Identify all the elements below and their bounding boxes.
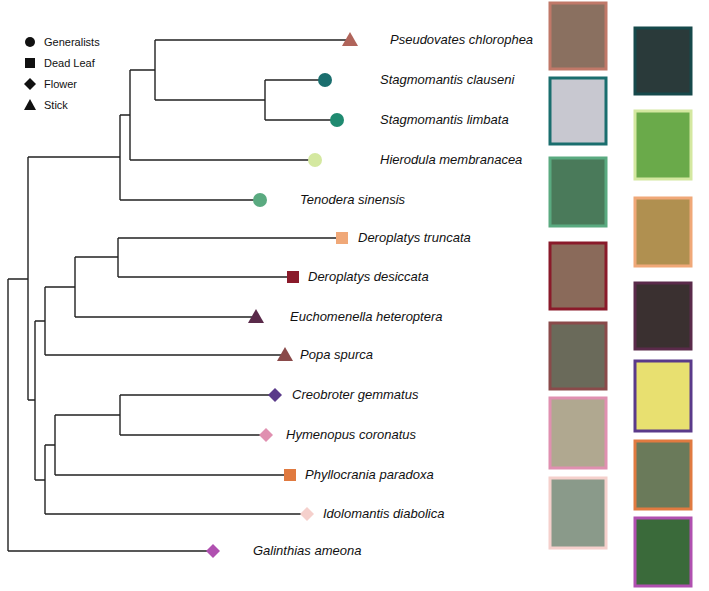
species-label: Tenodera sinensis [300,192,405,208]
legend-triangle [24,99,36,110]
branch [55,415,290,475]
branch [35,321,45,480]
photo [635,361,691,431]
flower-marker [300,507,314,521]
dead-leaf-marker [284,469,296,481]
photo [550,398,606,468]
flower-marker [268,388,282,402]
legend-square [25,58,35,68]
photo [550,78,606,144]
branch [28,157,120,400]
species-label: Phyllocrania paradoxa [305,467,434,483]
photo [550,243,606,309]
stick-marker [248,309,264,323]
species-label: Euchomenella heteroptera [290,309,443,325]
flower-marker [259,428,273,442]
flower-marker [206,544,220,558]
dead-leaf-marker [336,232,348,244]
branch [45,445,307,514]
photo [635,283,691,349]
photo [550,323,606,389]
branch [120,395,275,435]
legend-text: Generalists [44,35,100,49]
branch [75,257,256,317]
photo [550,478,606,548]
generalist-marker [330,113,344,127]
dead-leaf-marker [287,271,299,283]
legend-text: Dead Leaf [44,56,95,70]
species-label: Hierodula membranacea [380,152,522,168]
photo [635,111,691,179]
photo [550,158,606,226]
photo [635,441,691,509]
legend-diamond [24,78,36,90]
legend-circle [25,37,35,47]
branch [45,287,285,355]
legend-text: Stick [44,98,68,112]
generalist-marker [318,73,332,87]
branch [130,70,315,160]
branch [155,40,350,100]
species-label: Deroplatys desiccata [308,269,429,285]
branch [120,115,260,200]
stick-marker [277,347,293,361]
species-label: Creobroter gemmatus [292,387,418,403]
species-label: Pseudovates chlorophea [390,32,533,48]
species-label: Popa spurca [300,347,373,363]
branch [8,279,213,551]
species-label: Stagmomantis limbata [380,112,509,128]
photo-panels [550,3,691,586]
species-label: Deroplatys truncata [358,230,471,246]
photo [635,518,691,586]
species-label: Idolomantis diabolica [323,506,444,522]
photo [635,28,691,94]
species-label: Stagmomantis clauseni [380,72,514,88]
generalist-marker [253,193,267,207]
photo [635,198,691,266]
legend-symbols [24,37,36,110]
tree-branches [8,40,350,551]
generalist-marker [308,153,322,167]
photo [550,3,606,69]
species-label: Galinthias ameona [253,543,361,559]
species-label: Hymenopus coronatus [286,427,416,443]
stick-marker [342,32,358,46]
legend-text: Flower [44,77,77,91]
